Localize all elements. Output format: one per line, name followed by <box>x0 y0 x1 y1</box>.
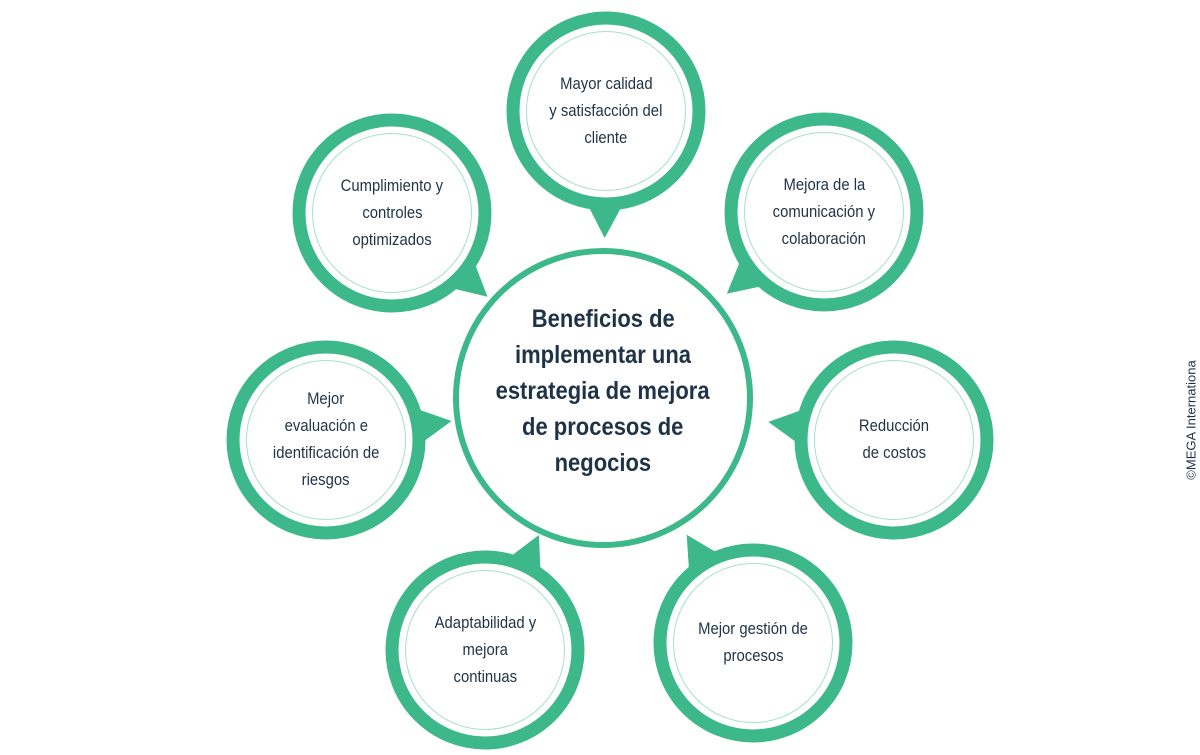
circle-costos <box>794 340 994 540</box>
benefit-riesgos-line: evaluación e <box>284 417 368 435</box>
benefit-riesgos-line: Mejor <box>307 390 345 408</box>
center-title-line: de procesos de <box>522 413 684 441</box>
inner-ring-comunicacion <box>744 132 904 292</box>
center-title: Beneficios de implementar una estrategia d… <box>473 288 733 494</box>
inner-ring-calidad <box>526 31 686 191</box>
circle-gestion <box>653 543 853 743</box>
circle-riesgos <box>226 340 426 540</box>
benefit-cumplimiento-line: controles <box>361 203 423 222</box>
benefit-adaptabilidad: Adaptabilidad y mejora continuas <box>405 570 565 730</box>
benefit-calidad: Mayor calidad y satisfacción del cliente <box>526 31 686 191</box>
benefit-gestion-line: Mejor gestión de <box>698 620 808 638</box>
benefit-comunicacion-line: comunicación y <box>772 202 876 221</box>
center-circle <box>453 248 753 548</box>
benefit-cumplimiento-line: optimizados <box>352 230 432 249</box>
circle-adaptabilidad <box>385 550 585 750</box>
benefit-gestion-line: procesos <box>722 647 784 665</box>
benefit-calidad-line: y satisfacción del <box>549 101 663 120</box>
benefit-adaptabilidad-line: continuas <box>453 667 517 686</box>
benefit-calidad-line: Mayor calidad <box>559 74 653 93</box>
benefit-riesgos-line: riesgos <box>302 471 350 489</box>
benefit-cumplimiento: Cumplimiento y controles optimizados <box>312 133 472 293</box>
center-title-line: Beneficios de <box>531 305 675 333</box>
benefit-riesgos: Mejor evaluación e identificación de riesgo… <box>246 360 406 520</box>
inner-ring-costos <box>814 360 974 520</box>
benefit-costos: Reducción de costos <box>814 360 974 520</box>
circle-comunicacion <box>724 112 924 312</box>
benefit-adaptabilidad-line: mejora <box>462 640 508 659</box>
center-title-line: estrategia de mejora <box>495 377 710 405</box>
benefit-riesgos-line: identificación de <box>272 444 380 462</box>
benefit-comunicacion-line: colaboración <box>781 229 867 248</box>
benefit-adaptabilidad-line: Adaptabilidad y <box>434 613 536 632</box>
benefit-cumplimiento-line: Cumplimiento y <box>340 176 444 195</box>
benefit-costos-line: Reducción <box>858 417 930 435</box>
inner-ring-gestion <box>673 563 833 723</box>
benefit-gestion: Mejor gestión de procesos <box>673 563 833 723</box>
benefit-costos-line: de costos <box>862 444 926 462</box>
benefit-calidad-line: cliente <box>584 128 628 147</box>
inner-ring-riesgos <box>246 360 406 520</box>
center-title-line: negocios <box>554 449 652 477</box>
copyright-notice: ©MEGA Internationa <box>1183 360 1199 480</box>
circle-calidad <box>506 11 706 211</box>
inner-ring-adaptabilidad <box>405 570 565 730</box>
benefit-comunicacion: Mejora de la comunicación y colaboración <box>744 132 904 292</box>
benefit-comunicacion-line: Mejora de la <box>783 175 865 194</box>
circle-cumplimiento <box>292 113 492 313</box>
inner-ring-cumplimiento <box>312 133 472 293</box>
center-title-line: implementar una <box>514 341 692 369</box>
